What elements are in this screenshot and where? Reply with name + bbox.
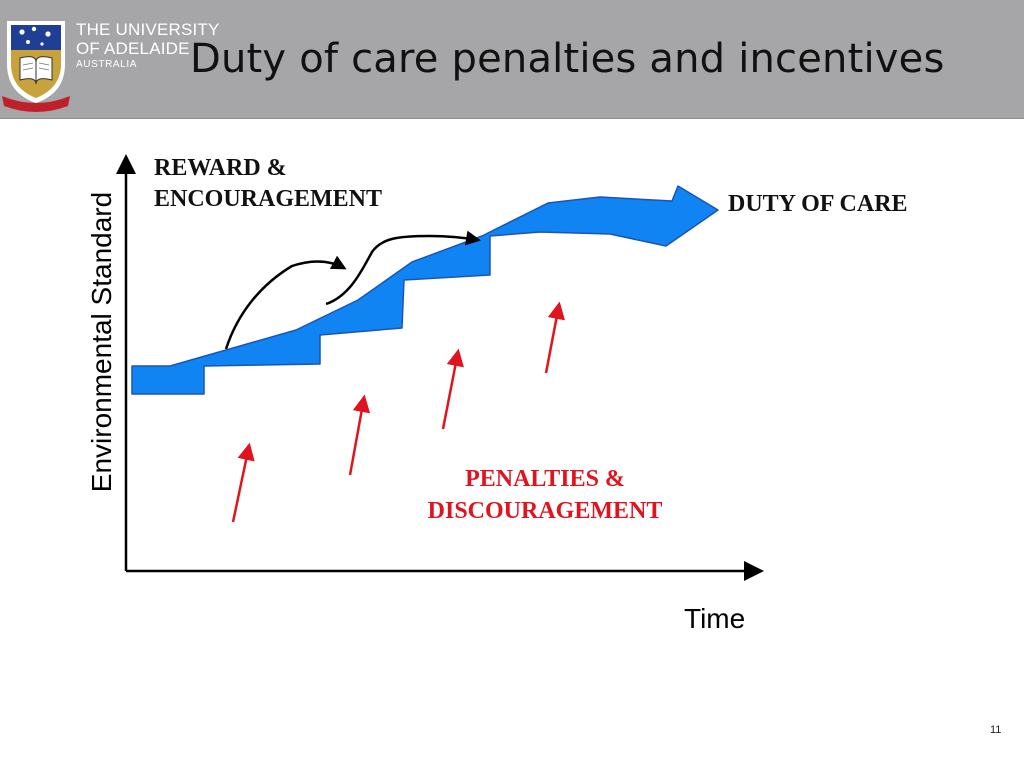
reward-label-line2: ENCOURAGEMENT <box>154 186 383 212</box>
reward-label-line1: REWARD & <box>154 155 287 181</box>
penalty-arrow-1 <box>231 442 255 523</box>
duty-of-care-staircase-arrow <box>131 185 719 395</box>
penalty-label-line1: PENALTIES & <box>465 466 625 492</box>
page-title: Duty of care penalties and incentives <box>190 36 945 82</box>
logo-text-line2: OF ADELAIDE <box>76 39 190 58</box>
logo-text-line3: AUSTRALIA <box>76 59 137 70</box>
y-axis-label: Environmental Standard <box>86 191 117 493</box>
penalty-arrow-2 <box>348 394 371 476</box>
university-crest-icon <box>2 21 70 112</box>
logo-text-line1: THE UNIVERSITY <box>76 20 220 39</box>
penalty-arrow-4 <box>544 301 565 374</box>
reward-label: REWARD & ENCOURAGEMENT <box>154 153 382 215</box>
penalty-arrow-3 <box>441 348 464 430</box>
duty-of-care-label: DUTY OF CARE <box>728 191 908 217</box>
header-bar: THE UNIVERSITY OF ADELAIDE AUSTRALIA Dut… <box>0 0 1024 119</box>
reward-curve-arrow-1 <box>224 255 347 350</box>
penalty-label: PENALTIES & DISCOURAGEMENT <box>405 463 685 527</box>
page-number: 11 <box>990 724 1002 736</box>
penalty-label-line2: DISCOURAGEMENT <box>427 498 663 524</box>
reward-curve-arrow-2 <box>325 230 481 306</box>
x-axis-label: Time <box>684 603 746 634</box>
university-logo: THE UNIVERSITY OF ADELAIDE AUSTRALIA <box>0 12 219 112</box>
